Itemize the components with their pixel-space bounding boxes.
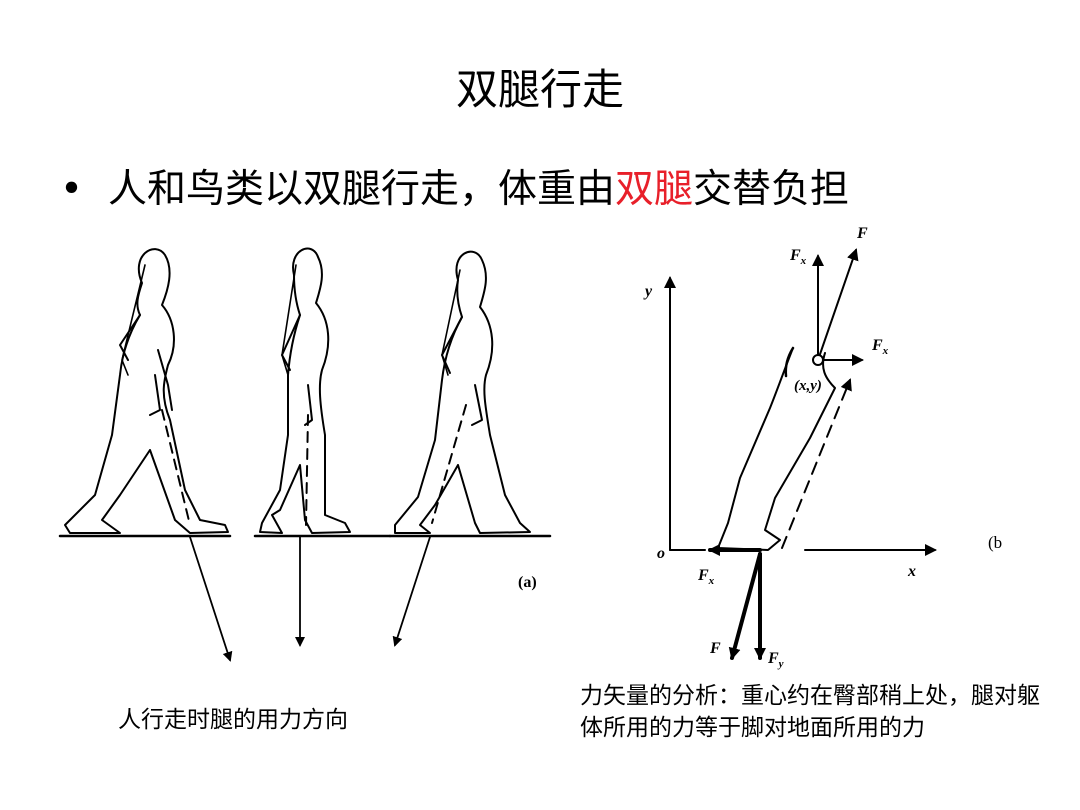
force-arrow-3 [392, 536, 431, 647]
label-Fx-bottom: Fx [697, 567, 715, 587]
dashed-force-line [781, 378, 852, 549]
figure-b-force-diagram: y x o F Fx Fx Fx F Fy (x,y) (b [643, 225, 1002, 670]
label-Fx-right: Fx [871, 337, 889, 357]
leg-outline [717, 346, 836, 551]
figure-a-walking: (a) [58, 247, 552, 662]
bullet-dot: • [60, 167, 84, 212]
force-F-top [817, 248, 859, 361]
label-Fy-bottom: Fy [767, 650, 784, 670]
figure-a-label: (a) [518, 574, 537, 591]
walking-figure-1 [64, 248, 229, 534]
label-F-bottom: F [709, 640, 721, 657]
force-arrow-1 [189, 536, 233, 662]
walking-figure-3 [394, 250, 531, 534]
walking-figure-2 [259, 247, 351, 534]
figure-a-caption: 人行走时腿的用力方向 [118, 707, 348, 733]
figure-b-caption: 力矢量的分析：重心约在臀部稍上处，腿对躯体所用的力等于脚对地面所用的力 [580, 683, 1040, 741]
label-F-top: F [856, 225, 868, 242]
figure-b-label: (b [988, 533, 1002, 552]
point-label: (x,y) [794, 378, 822, 394]
bullet-highlight: 双腿 [615, 167, 694, 212]
bullet-text-after: 交替负担 [693, 167, 850, 212]
y-axis-label: y [643, 283, 653, 300]
slide-title: 双腿行走 [455, 65, 624, 114]
x-axis-label: x [907, 563, 916, 580]
force-F-bottom [728, 552, 762, 660]
center-of-mass-point [812, 354, 824, 366]
origin-label: o [657, 545, 665, 562]
bullet-text: • 人和鸟类以双腿行走，体重由双腿交替负担 [60, 163, 1040, 217]
label-Fx-top: Fx [789, 247, 807, 267]
bullet-text-before: 人和鸟类以双腿行走，体重由 [108, 167, 616, 212]
